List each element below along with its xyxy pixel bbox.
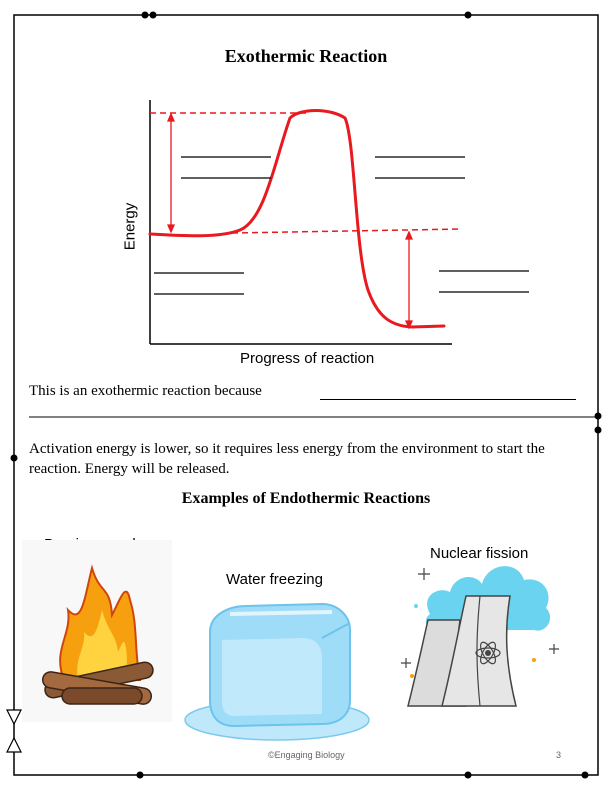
answer-blanks (154, 156, 529, 295)
answer-paragraph: Activation energy is lower, so it requir… (29, 441, 545, 477)
nuclear-plant-icon (401, 566, 559, 707)
page-number: 3 (556, 750, 562, 760)
energy-level-lines (150, 112, 463, 234)
example-label-nuclear-fission: Nuclear fission (430, 545, 529, 562)
page-title: Exothermic Reaction (224, 46, 388, 66)
example-label-water-freezing: Water freezing (226, 571, 323, 588)
chart-axes (149, 100, 452, 345)
energy-curve (148, 109, 446, 329)
campfire-icon (22, 540, 172, 722)
prompt-blank (320, 399, 576, 400)
examples-title: Examples of Endothermic Reactions (181, 490, 431, 507)
y-axis-label: Energy (121, 202, 139, 251)
ice-cube-icon (184, 602, 370, 741)
energy-arrows (167, 112, 413, 330)
x-axis-label: Progress of reaction (240, 350, 375, 367)
prompt-sentence: This is an exothermic reaction because (29, 383, 262, 399)
footer-copyright: ©Engaging Biology (268, 750, 345, 760)
